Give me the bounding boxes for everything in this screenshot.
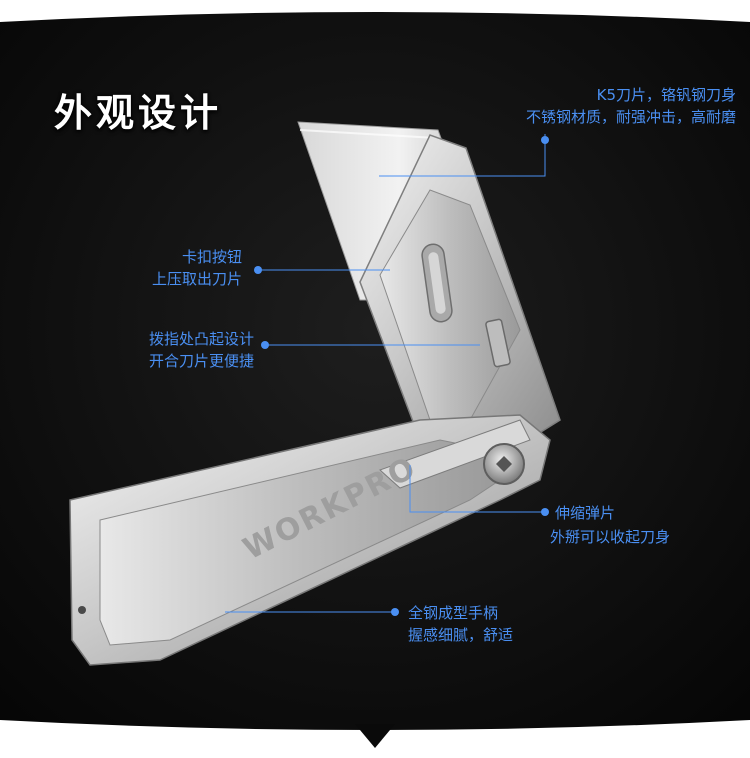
blade-holder <box>359 134 561 446</box>
dot-release-button <box>254 266 262 274</box>
dot-thumb-stud <box>261 341 269 349</box>
section-heading: 外观设计 <box>54 91 223 135</box>
callout-handle: 全钢成型手柄 握感细腻，舒适 <box>408 602 513 646</box>
leader-spring-clip <box>409 465 545 513</box>
callout-spring-clip-2: 外掰可以收起刀身 <box>550 526 670 548</box>
bottom-pointer <box>355 724 395 748</box>
callout-leaders <box>225 134 546 613</box>
spring-clip <box>379 419 531 489</box>
callout-blade-line-1: K5刀片，铬钒钢刀身 <box>596 86 736 104</box>
handle-group <box>69 414 551 666</box>
callout-thumb-stud-line-1: 拨指处凸起设计 <box>148 330 254 348</box>
dot-spring-clip <box>541 508 549 516</box>
callout-release-button: 卡扣按钮 上压取出刀片 <box>152 246 242 290</box>
callout-spring-clip-line-2: 外掰可以收起刀身 <box>549 528 670 546</box>
dot-blade <box>541 136 549 144</box>
callout-dots <box>254 136 549 616</box>
callout-handle-line-1: 全钢成型手柄 <box>408 604 499 622</box>
top-arc <box>0 0 750 22</box>
callout-release-button-line-2: 上压取出刀片 <box>151 270 242 288</box>
callout-spring-clip-line-1: 伸缩弹片 <box>555 504 616 522</box>
callout-spring-clip: 伸缩弹片 <box>555 502 615 524</box>
callout-handle-line-2: 握感细腻，舒适 <box>408 626 514 644</box>
callout-thumb-stud: 拨指处凸起设计 开合刀片更便捷 <box>149 328 254 372</box>
thumb-stud <box>485 318 511 368</box>
callout-blade: K5刀片，铬钒钢刀身 不锈钢材质，耐强冲击，高耐磨 <box>526 84 736 128</box>
leader-blade <box>379 134 546 177</box>
dot-handle <box>391 608 399 616</box>
callout-release-button-line-1: 卡扣按钮 <box>181 248 242 266</box>
callout-blade-line-2: 不锈钢材质，耐强冲击，高耐磨 <box>525 108 736 126</box>
callout-thumb-stud-line-2: 开合刀片更便捷 <box>148 352 254 370</box>
